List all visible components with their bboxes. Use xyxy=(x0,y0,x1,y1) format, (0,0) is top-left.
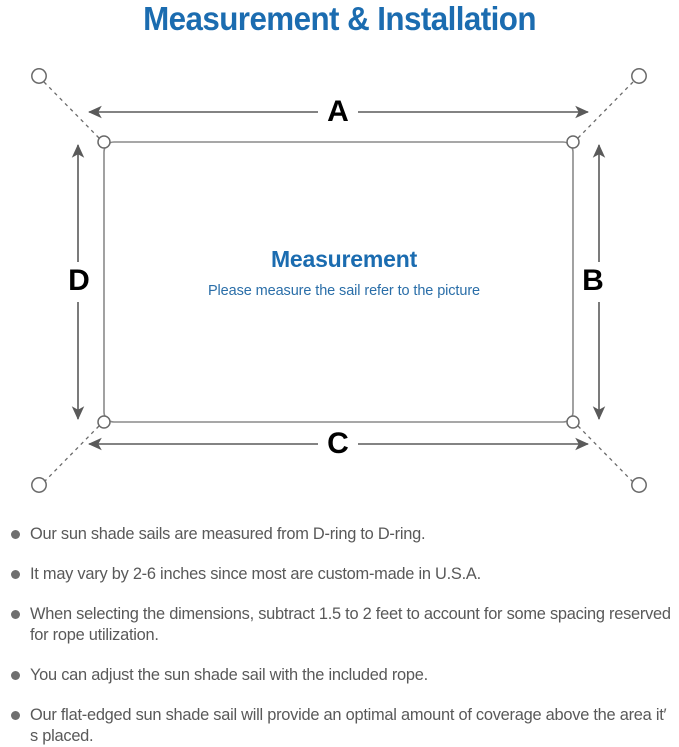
dimension-label-b: B xyxy=(582,264,604,297)
dimension-label-a: A xyxy=(327,95,349,128)
note-text: It may vary by 2-6 inches since most are… xyxy=(30,565,481,583)
dimension-label-c: C xyxy=(327,427,349,460)
list-item: When selecting the dimensions, subtract … xyxy=(0,604,679,646)
page-title: Measurement & Installation xyxy=(143,0,536,37)
bullet-icon xyxy=(11,530,20,539)
diagram-center-title: Measurement xyxy=(271,246,418,272)
anchor-point-bottom-right xyxy=(631,477,647,493)
anchor-point-top-left xyxy=(31,68,47,84)
rope-line-bottom-left xyxy=(43,425,100,483)
bullet-icon xyxy=(11,610,20,619)
rope-line-top-right xyxy=(577,81,634,139)
d-ring-bottom-left xyxy=(97,415,111,429)
list-item: Our sun shade sails are measured from D-… xyxy=(0,524,679,545)
note-text: Our sun shade sails are measured from D-… xyxy=(30,525,426,543)
bullet-icon xyxy=(11,671,20,680)
anchor-point-bottom-left xyxy=(31,477,47,493)
note-text: You can adjust the sun shade sail with t… xyxy=(30,666,428,684)
sail-outline xyxy=(103,141,574,423)
d-ring-top-right xyxy=(566,135,580,149)
dimension-label-d: D xyxy=(68,264,90,297)
rope-line-top-left xyxy=(43,81,100,139)
note-text: Our flat-edged sun shade sail will provi… xyxy=(30,706,667,745)
list-item: You can adjust the sun shade sail with t… xyxy=(0,665,679,686)
measurement-diagram: A C D B Measurement Please measure the s… xyxy=(0,52,679,514)
list-item: It may vary by 2-6 inches since most are… xyxy=(0,564,679,585)
list-item: Our flat-edged sun shade sail will provi… xyxy=(0,705,679,747)
d-ring-top-left xyxy=(97,135,111,149)
rope-line-bottom-right xyxy=(577,425,634,483)
anchor-point-top-right xyxy=(631,68,647,84)
d-ring-bottom-right xyxy=(566,415,580,429)
note-text: When selecting the dimensions, subtract … xyxy=(30,605,671,644)
bullet-icon xyxy=(11,570,20,579)
diagram-center-subtitle: Please measure the sail refer to the pic… xyxy=(208,283,480,299)
bullet-icon xyxy=(11,711,20,720)
notes-list: Our sun shade sails are measured from D-… xyxy=(0,524,679,747)
